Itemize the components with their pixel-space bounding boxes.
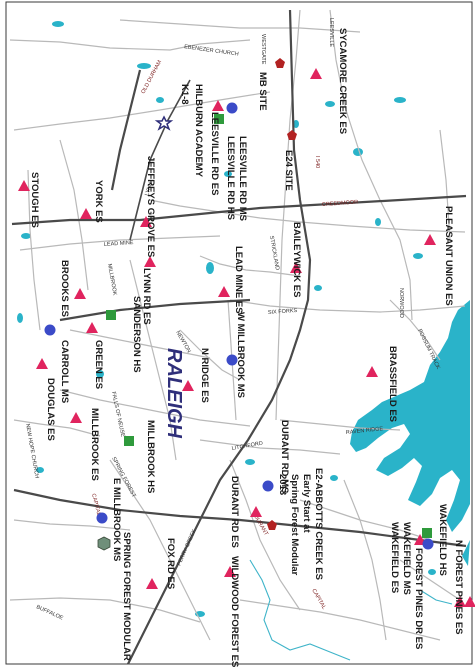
- modular-site-marker[interactable]: [97, 536, 111, 551]
- creedmoor-road: [11, 194, 467, 226]
- school-markers: [18, 58, 475, 607]
- street-label-lynn: LYNN: [144, 181, 154, 196]
- school-label: SANDERSON HS: [131, 296, 142, 373]
- future-site-marker[interactable]: [267, 520, 277, 530]
- street-label-millbrook-north: MILLBROOK: [106, 263, 118, 296]
- street-label-strickland: STRICKLAND: [268, 235, 280, 270]
- school-label: LEAD MINE ES: [233, 246, 244, 314]
- school-label: E MILLBROOK MS: [111, 478, 122, 561]
- school-label: WAKEFIELD HS: [437, 504, 448, 576]
- academy-marker[interactable]: [154, 115, 174, 131]
- high-school-marker[interactable]: [124, 436, 134, 446]
- capital-blvd: [13, 488, 467, 548]
- school-label: JEFFREYS GROVE ES: [145, 156, 156, 257]
- school-label: MILLBROOK ES: [89, 408, 100, 481]
- street-label-lead-mine: LEAD MINE: [104, 240, 134, 248]
- school-label: E24 SITE: [283, 150, 294, 191]
- school-label: SYCAMORE CREEK ES: [337, 28, 348, 134]
- school-label: LEESVILLE RD ES: [209, 112, 220, 195]
- middle-school-marker[interactable]: [226, 102, 238, 114]
- street-label-westgate: WESTGATE: [260, 34, 266, 65]
- highways: [11, 9, 467, 665]
- school-label: BROOKS ES: [59, 260, 70, 317]
- school-label: FOREST PINES DR ES: [413, 548, 424, 649]
- school-label: BAILEYWICK ES: [291, 222, 302, 297]
- street-label-litchford: LITCHFORD: [231, 441, 263, 452]
- school-label: GREEN ES: [93, 340, 104, 389]
- streams: [249, 559, 453, 661]
- school-label: Early Start at: [301, 474, 312, 533]
- school-label: DURANT RD MS: [279, 420, 290, 493]
- school-label: DURANT RD ES: [229, 476, 240, 548]
- school-label: FOX RD ES: [165, 538, 176, 589]
- school-label: W MILLBROOK MS: [235, 312, 246, 398]
- school-label: YORK ES: [93, 180, 104, 223]
- high-school-marker[interactable]: [106, 310, 116, 320]
- city-name: RALEIGH: [163, 348, 185, 439]
- school-labels: SYCAMORE CREEK ES MB SITE E24 SITE LEESV…: [29, 28, 464, 667]
- falls-lake: [350, 300, 470, 566]
- school-label: PLEASANT UNION ES: [443, 206, 454, 306]
- street-label-six-forks: SIX FORKS: [268, 308, 298, 316]
- high-school-marker[interactable]: [214, 114, 224, 124]
- school-label: LEESVILLE RD MS: [237, 136, 248, 221]
- six-forks-road: [59, 298, 251, 322]
- street-label-norwood: NORWOOD: [398, 288, 404, 318]
- i540-highway: [127, 9, 312, 665]
- street-label-creedmoor: CREEDMOOR: [322, 199, 359, 208]
- high-school-marker[interactable]: [422, 528, 432, 538]
- ponds: [17, 21, 436, 617]
- rail-line: [129, 79, 191, 241]
- school-label: HILBURN ACADEMY: [193, 84, 204, 178]
- school-label: E2-ABBOTTS CREEK ES: [313, 468, 324, 580]
- school-label: Spring Forest Modular: [289, 474, 300, 576]
- future-site-marker[interactable]: [275, 58, 285, 68]
- future-site-marker[interactable]: [287, 130, 297, 140]
- school-label: N FOREST PINES ES: [453, 540, 464, 635]
- middle-school-marker[interactable]: [96, 512, 108, 524]
- minor-roads: [9, 9, 466, 641]
- school-label: STOUGH ES: [29, 172, 40, 228]
- middle-school-marker[interactable]: [262, 480, 274, 492]
- school-label: DOUGLAS ES: [45, 378, 56, 441]
- street-label-raven-ridge: RAVEN RIDGE: [346, 426, 384, 436]
- school-label: K1-8: [179, 84, 190, 105]
- school-label: N RIDGE ES: [199, 348, 210, 403]
- school-label: WAKEFIELD MS: [401, 522, 412, 595]
- school-label: SPRING FOREST MODULAR: [121, 532, 132, 661]
- school-label: LEESVILLE RD HS: [225, 136, 236, 220]
- street-label-capital-south: CAPITAL: [90, 493, 101, 516]
- school-label: BRASSFIELD ES: [387, 346, 398, 422]
- old-durham-road: [110, 69, 142, 191]
- middle-school-marker[interactable]: [44, 324, 56, 336]
- middle-school-marker[interactable]: [226, 354, 238, 366]
- school-label: LYNN RD ES: [141, 268, 152, 325]
- school-label: CARROLL MS: [59, 340, 70, 403]
- street-label-i540-north: I 540: [314, 156, 320, 168]
- school-label: MB SITE: [257, 72, 268, 111]
- school-label: 2013: [277, 474, 288, 495]
- middle-school-marker[interactable]: [422, 538, 434, 550]
- school-label: WAKEFIELD ES: [389, 522, 400, 593]
- school-label: WILDWOOD FOREST ES: [229, 556, 240, 667]
- school-label: MILLBROOK HS: [145, 420, 156, 493]
- street-label-leesville: LEESVILLE: [328, 18, 334, 47]
